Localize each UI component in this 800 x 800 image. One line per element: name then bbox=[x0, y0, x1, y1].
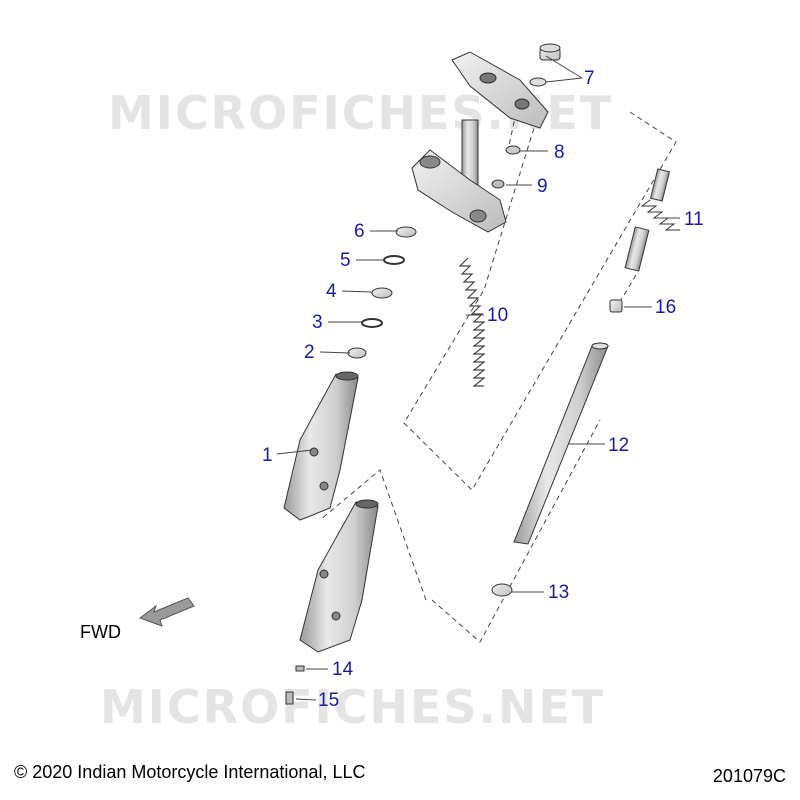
callout-2: 2 bbox=[304, 342, 315, 363]
fork-seals bbox=[347, 226, 417, 359]
callout-12: 12 bbox=[608, 435, 630, 456]
upper-triple-clamp bbox=[451, 51, 549, 129]
part-1-fork-slider bbox=[283, 371, 359, 521]
callout-11: 11 bbox=[684, 209, 704, 230]
callout-4: 4 bbox=[326, 281, 337, 302]
callout-15: 15 bbox=[318, 690, 340, 711]
leader-lines bbox=[276, 55, 680, 701]
part-11-damper-cartridge bbox=[624, 168, 680, 272]
callout-5: 5 bbox=[340, 250, 351, 271]
assembly-dashed-lines bbox=[319, 94, 677, 643]
copyright-text: © 2020 Indian Motorcycle International, … bbox=[14, 762, 366, 782]
fork-slider-lower bbox=[299, 499, 379, 653]
part-9-nut bbox=[491, 179, 505, 189]
watermark-bottom: MICROFICHES.NET bbox=[100, 680, 606, 734]
part-4-seal bbox=[371, 287, 393, 299]
part-3-washer bbox=[361, 318, 383, 328]
part-16-cap bbox=[609, 299, 623, 313]
callout-10: 10 bbox=[487, 305, 509, 326]
part-5-clip bbox=[383, 255, 405, 265]
callout-13: 13 bbox=[548, 582, 570, 603]
part-13-bushing bbox=[491, 583, 513, 597]
part-12-fork-tube bbox=[513, 342, 609, 545]
fwd-label: FWD bbox=[80, 622, 121, 642]
callout-3: 3 bbox=[312, 312, 323, 333]
callout-1: 1 bbox=[262, 445, 273, 466]
lower-triple-clamp bbox=[411, 119, 507, 233]
callout-6: 6 bbox=[354, 221, 365, 242]
callout-9: 9 bbox=[537, 176, 548, 197]
part-7-nut bbox=[529, 43, 561, 87]
part-14-plug bbox=[295, 665, 305, 672]
callout-7: 7 bbox=[584, 68, 595, 89]
part-6-seal bbox=[395, 226, 417, 238]
part-2-bushing bbox=[347, 347, 367, 359]
part-15-screw bbox=[285, 691, 294, 705]
part-10-spring bbox=[458, 257, 486, 387]
part-8-washer bbox=[505, 145, 521, 155]
callout-16: 16 bbox=[655, 297, 677, 318]
fwd-arrow-icon bbox=[138, 597, 195, 627]
callout-14: 14 bbox=[332, 659, 354, 680]
diagram-code: 201079C bbox=[712, 766, 786, 786]
callout-8: 8 bbox=[554, 142, 565, 163]
